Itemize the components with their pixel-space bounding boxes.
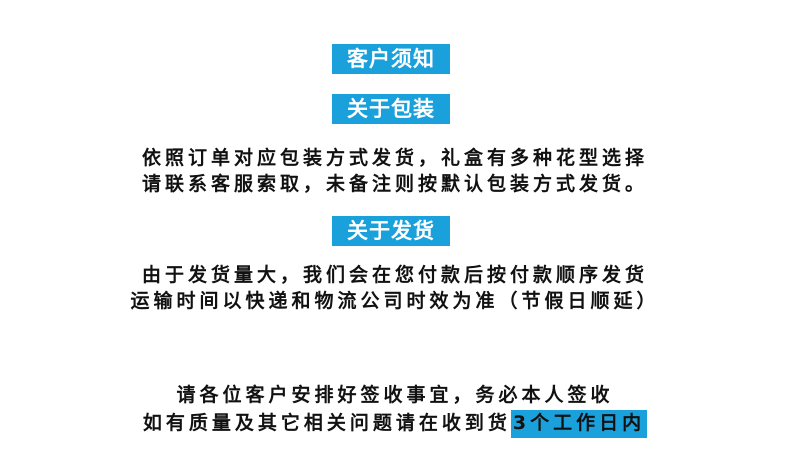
notice-heading: 客户须知 [332, 44, 450, 74]
deadline-highlight: 3个工作日内 [510, 410, 648, 438]
footer-text-line-2-prefix: 如有质量及其它相关问题请在收到货 [142, 412, 511, 434]
shipping-text-line-1: 由于发货量大，我们会在您付款后按付款顺序发货 [141, 264, 648, 286]
packaging-text-line-1: 依照订单对应包装方式发货，礼盒有多种花型选择 [141, 147, 648, 169]
shipping-heading: 关于发货 [332, 216, 450, 246]
packaging-text-line-2: 请联系客服索取，未备注则按默认包装方式发货。 [141, 173, 648, 195]
packaging-heading: 关于包装 [332, 94, 450, 124]
shipping-text-line-2: 运输时间以快递和物流公司时效为准（节假日顺延） [130, 290, 660, 312]
footer-text-line-1: 请各位客户安排好签收事宜，务必本人签收 [176, 384, 614, 406]
